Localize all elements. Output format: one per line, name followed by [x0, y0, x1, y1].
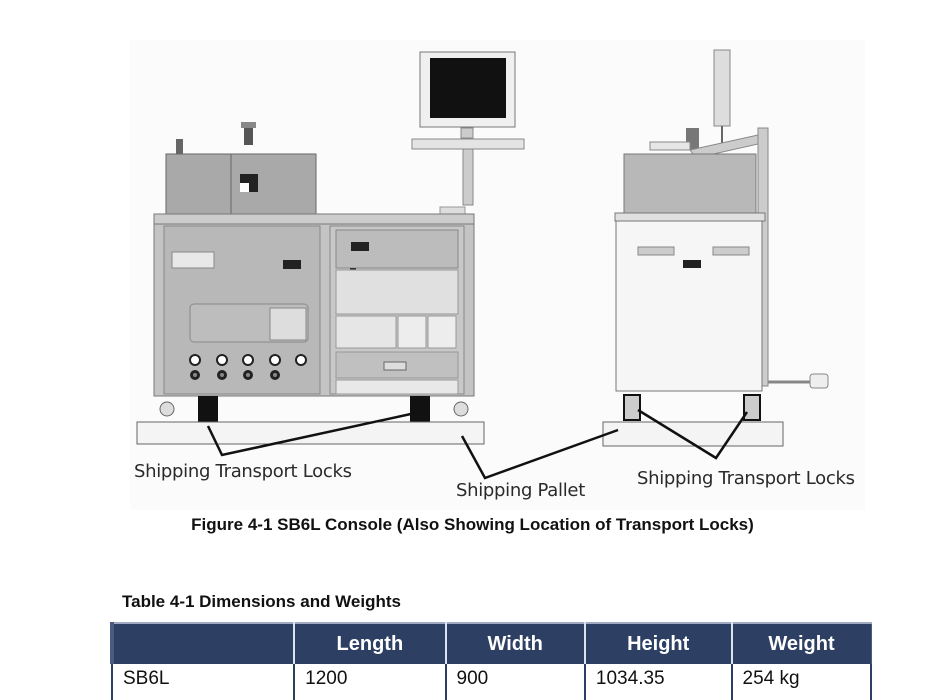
panel-buttons: [189, 354, 307, 380]
caster: [453, 401, 469, 417]
top-enclosure-side: [623, 153, 757, 215]
cell-width: 900: [444, 664, 586, 700]
console-figure: Shipping Transport Locks Shipping Pallet…: [130, 40, 865, 510]
figure-caption: Figure 4-1 SB6L Console (Also Showing Lo…: [191, 515, 754, 534]
header-cell-weight: Weight: [730, 623, 872, 664]
header-cell-length: Length: [293, 623, 447, 664]
console-illustration: [136, 49, 829, 480]
header-cell-height: Height: [583, 623, 732, 664]
header-cell-width: Width: [444, 623, 586, 664]
cell-length: 1200: [293, 664, 447, 700]
table-header-row: Length Width Height Weight: [109, 623, 872, 664]
callout-shipping-pallet: Shipping Pallet: [456, 480, 585, 501]
power-plug: [809, 373, 829, 389]
monitor-screen: [430, 58, 506, 118]
transport-lock: [410, 396, 430, 422]
shipping-pallet: [136, 421, 485, 445]
cabinet-top-rail: [153, 213, 475, 225]
warning-label: [683, 260, 701, 268]
transport-lock: [198, 396, 218, 422]
header-cell-blank: [109, 623, 295, 664]
warning-label: [351, 242, 369, 251]
caster: [159, 401, 175, 417]
monitor-pole: [462, 148, 474, 206]
shipping-pallet: [602, 421, 784, 447]
beacon-light: [244, 125, 253, 145]
table-title: Table 4-1 Dimensions and Weights: [122, 592, 401, 611]
transport-lock: [623, 394, 641, 421]
cell-height: 1034.35: [583, 664, 733, 700]
side-view-console: [602, 49, 829, 447]
callout-leaders: [206, 408, 749, 480]
cell-model: SB6L: [110, 664, 296, 700]
keyboard-tray: [411, 138, 525, 150]
monitor-side: [713, 49, 731, 127]
cell-weight: 254 kg: [730, 664, 872, 700]
front-view-console: [136, 51, 525, 445]
warning-label: [283, 260, 301, 269]
transport-lock: [743, 394, 761, 421]
callout-left-transport-locks: Shipping Transport Locks: [134, 461, 352, 482]
dimensions-table: Length Width Height Weight SB6L 1200 900…: [109, 622, 872, 700]
table-row: SB6L 1200 900 1034.35 254 kg: [110, 664, 872, 700]
callout-right-transport-locks: Shipping Transport Locks: [637, 468, 855, 489]
